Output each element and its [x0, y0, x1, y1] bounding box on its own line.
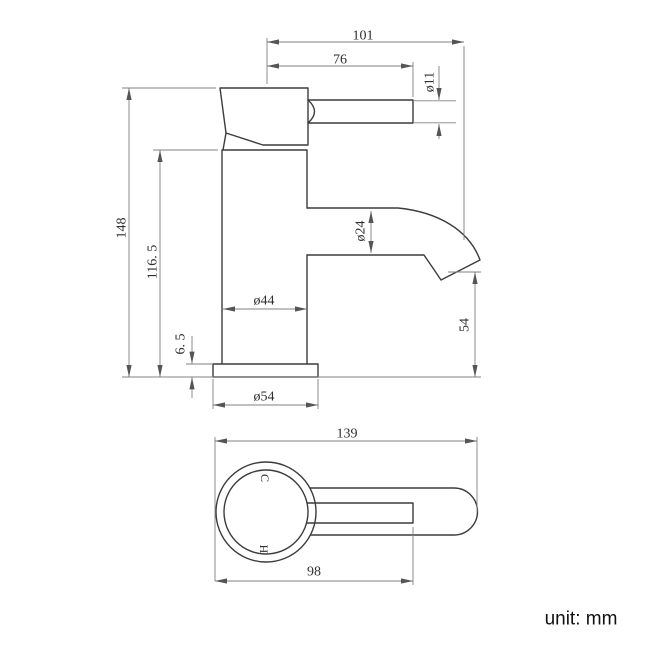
dim-d44: ø44: [223, 294, 307, 312]
hot-marking: H: [257, 545, 271, 554]
dim-label-54: 54: [458, 318, 473, 332]
dim-116-5: 116. 5: [146, 149, 218, 377]
lever-handle-outline: [309, 487, 479, 536]
cold-marking: C: [258, 474, 272, 482]
body-outline: [221, 149, 308, 365]
dim-label-116-5: 116. 5: [146, 245, 161, 279]
dim-54: 54: [448, 271, 481, 377]
dim-d11: ø11: [414, 66, 456, 139]
dim-d54: ø54: [212, 379, 319, 409]
dim-139: 139: [215, 427, 477, 444]
spout-outline: [306, 207, 481, 281]
lever-rod-outline: [305, 502, 414, 524]
dim-label-6-5: 6. 5: [174, 334, 189, 355]
dim-148: 148: [115, 87, 216, 377]
base-circle-outer: [215, 461, 317, 563]
base-circle-inner: [223, 469, 309, 555]
side-view: [212, 87, 481, 378]
dim-label-d54: ø54: [254, 390, 275, 405]
handle-rod-outline: [307, 99, 414, 124]
cap-neck-line: [222, 132, 227, 151]
dim-label-d44: ø44: [254, 294, 275, 309]
dim-101: 101: [267, 29, 465, 240]
dim-6-5: 6. 5: [174, 334, 212, 398]
dim-label-98: 98: [307, 565, 321, 580]
dimension-lines-top: 139 98: [214, 427, 478, 585]
unit-note: unit: mm: [545, 609, 618, 630]
dimension-lines-side: 101 76 ø11 148 116. 5 ø24: [115, 29, 481, 409]
dim-label-101: 101: [353, 29, 374, 44]
base-plate-outline: [212, 363, 319, 378]
dim-d24: ø24: [354, 211, 374, 253]
dim-label-76: 76: [333, 53, 347, 68]
top-view: C H: [215, 461, 479, 563]
dim-98: 98: [215, 565, 413, 584]
handle-cap-outline: [219, 87, 309, 146]
dim-76: 76: [267, 53, 414, 97]
dim-label-148: 148: [115, 218, 130, 239]
dim-label-d24: ø24: [354, 221, 369, 242]
dim-label-d11: ø11: [423, 72, 438, 92]
dim-label-139: 139: [337, 427, 358, 442]
